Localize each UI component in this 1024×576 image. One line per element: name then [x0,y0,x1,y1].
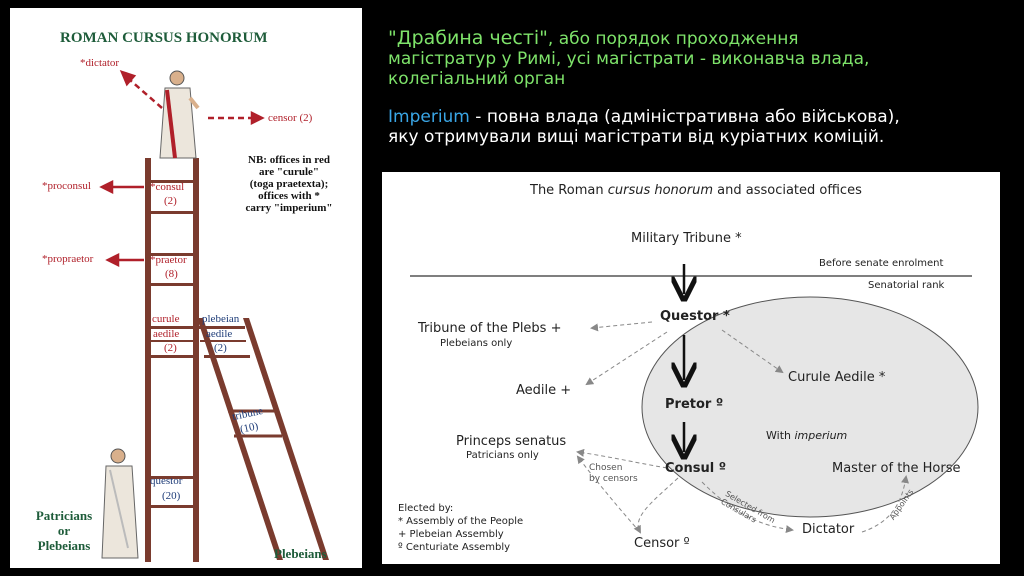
plebeian-aedile-label: aedile [206,328,232,340]
heading-line-5: яку отримували вищі магістрати від куріа… [388,127,1008,147]
dictator-label: *dictator [80,57,119,69]
senatorial-rank-label: Senatorial rank [868,280,944,291]
curule-aedile-label: aedile [153,328,179,340]
censor-label: censor (2) [268,112,312,124]
plebeian-label: plebeian [202,313,239,325]
cursus-diagram: The Roman cursus honorum and associated … [382,172,1000,564]
censor-node: Censor º [634,536,690,551]
before-senate-label: Before senate enrolment [819,258,943,269]
propraetor-label: *propraetor [42,253,93,265]
heading-title-quoted: "Драбина честі" [388,27,548,49]
master-horse-node: Master of the Horse [832,461,961,476]
imperium-definition: - повна влада (адміністративна або війсь… [470,107,900,127]
proconsul-label: *proconsul [42,180,91,192]
diagram-title-italic: cursus honorum [608,183,713,198]
legend-line: Elected by: [398,502,523,515]
military-tribune-label: Military Tribune * [631,231,742,246]
heading-line-1: "Драбина честі", або порядок проходження [388,28,1008,49]
ladder-panel: ROMAN CURSUS HONORUM *dictator censor (2… [10,8,362,568]
dictator-node: Dictator [802,522,854,537]
ladder-left-rail [145,158,151,562]
praetor-label: *praetor [150,254,187,266]
consul-count: (2) [164,195,177,207]
heading-title-rest: , або порядок проходження [548,29,799,49]
chosen-line: by censors [589,474,638,485]
imperium-note: NB: offices in red are "curule" (toga pr… [228,154,350,214]
heading-line-3: колегіальний орган [388,69,1008,89]
patricians-label: Patricians or Plebeians [24,508,104,553]
plebeian-ladder-right-rail [243,318,329,560]
note-line: offices with * [228,190,350,202]
senator-figure-top [160,71,198,158]
patricians-only-label: Patricians only [466,450,539,461]
ladder-right-rail [193,158,199,562]
princeps-node: Princeps senatus [456,434,566,449]
plebeian-aedile-count: (2) [214,342,227,354]
diagram-title: The Roman cursus honorum and associated … [530,183,862,198]
aedile-node: Aedile + [516,383,571,398]
legend-line: + Plebeian Assembly [398,528,523,541]
questor-node: Questor * [660,309,730,324]
chosen-by-censors-label: Chosen by censors [589,463,638,485]
curule-aedile-count: (2) [164,342,177,354]
diagram-title-post: and associated offices [713,183,862,198]
plebeians-label: Plebeians [274,546,327,562]
curule-label: curule [152,313,179,325]
tribune-plebs-node: Tribune of the Plebs + [418,321,561,336]
legend: Elected by: * Assembly of the People + P… [398,502,523,554]
plebeian-ladder-left-rail [197,318,283,560]
questor-count: (20) [162,490,180,502]
legend-line: * Assembly of the People [398,515,523,528]
imperium-word: Imperium [388,107,470,127]
note-line: NB: offices in red [228,154,350,166]
curule-aedile-node: Curule Aedile * [788,370,885,385]
with-imperium-word: imperium [794,429,847,442]
note-line: are "curule" [228,166,350,178]
with-imperium-pre: With [766,429,794,442]
plebeians-only-label: Plebeians only [440,338,512,349]
note-line: carry "imperium" [228,202,350,214]
ladder-title: ROMAN CURSUS HONORUM [60,30,268,47]
ladder-drawing [10,8,362,568]
note-line: (toga praetexta); [228,178,350,190]
with-imperium-label: With imperium [766,429,847,442]
heading-line-4: Imperium - повна влада (адміністративна … [388,107,1008,127]
praetor-count: (8) [165,268,178,280]
diagram-title-pre: The Roman [530,183,608,198]
consul-label: *consul [150,181,184,193]
citizen-figure-bottom [102,449,138,558]
patricians-line: or [24,523,104,538]
consul-node: Consul º [665,461,726,476]
slide-heading: "Драбина честі", або порядок проходження… [388,28,1008,147]
chosen-line: Chosen [589,463,638,474]
legend-line: º Centuriate Assembly [398,541,523,554]
pretor-node: Pretor º [665,397,723,412]
patricians-line: Plebeians [24,538,104,553]
patricians-line: Patricians [24,508,104,523]
heading-line-2: магістратур у Римі, усі магістрати - вик… [388,49,1008,69]
questor-label: questor [150,475,182,487]
